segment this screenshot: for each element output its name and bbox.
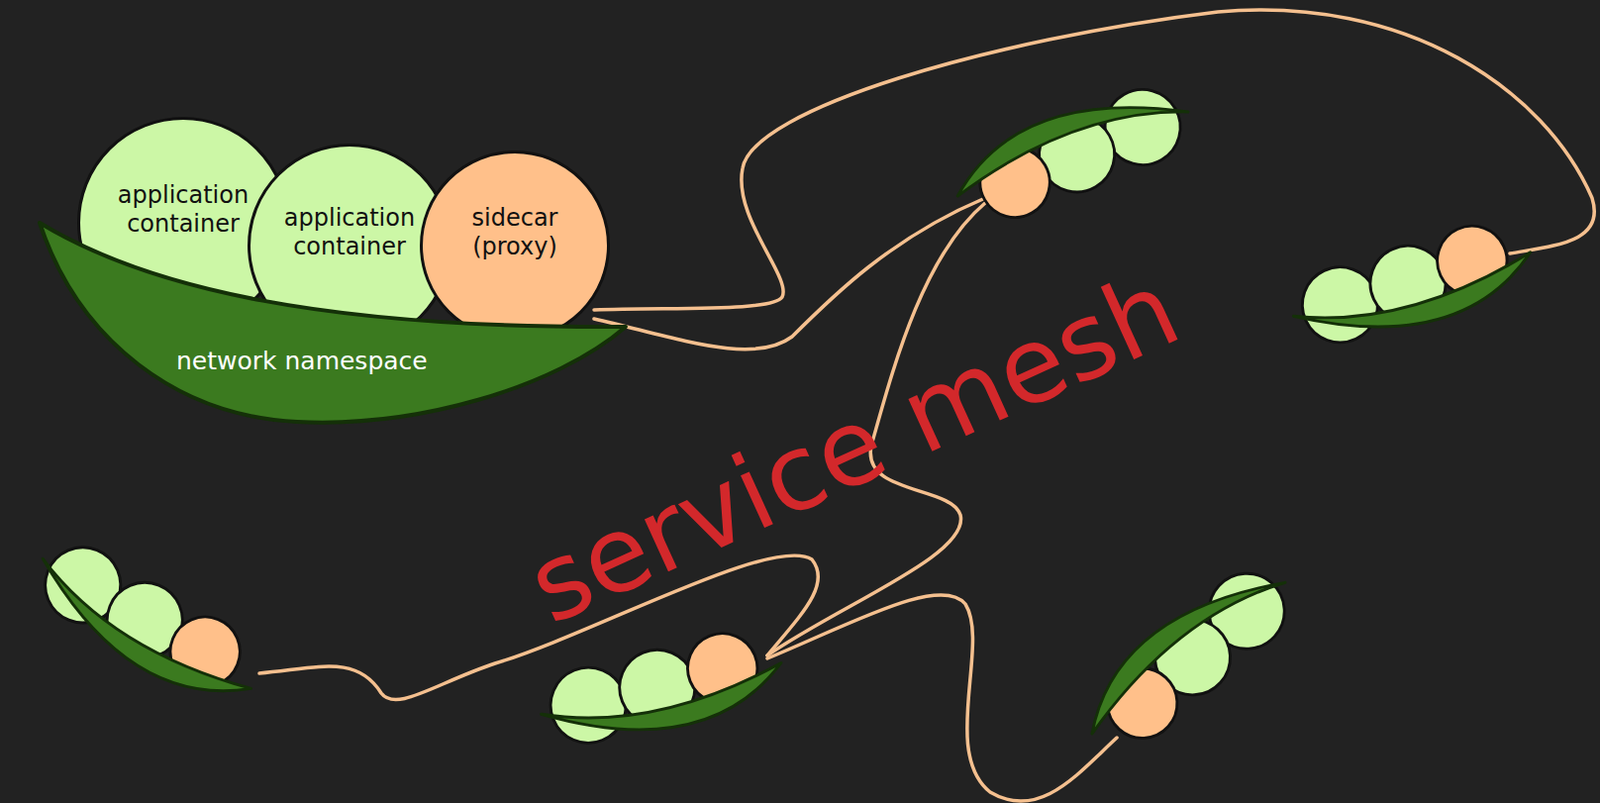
container-label: application container [99, 181, 268, 239]
pea-pod [17, 532, 278, 711]
container-label: sidecar (proxy) [455, 203, 575, 262]
pea-pod [1074, 537, 1306, 781]
mesh-title: service mesh [510, 247, 1197, 648]
pod-leaf-outline [0, 0, 654, 446]
namespace-label: network namespace [176, 346, 428, 376]
mesh-wire [767, 595, 1117, 801]
circle-text-wrap: sidecar (proxy) [455, 203, 575, 262]
circle-text-wrap: application container [99, 181, 268, 239]
circle-text-wrap: application container [265, 203, 434, 262]
container-label: application container [265, 203, 434, 262]
pea-pod [945, 54, 1202, 258]
sidecar-circle: sidecar (proxy) [419, 150, 610, 341]
mesh-wire [594, 198, 986, 350]
pea-pod [1281, 188, 1541, 377]
pod-namespace: network namespace application containerap… [0, 0, 654, 446]
